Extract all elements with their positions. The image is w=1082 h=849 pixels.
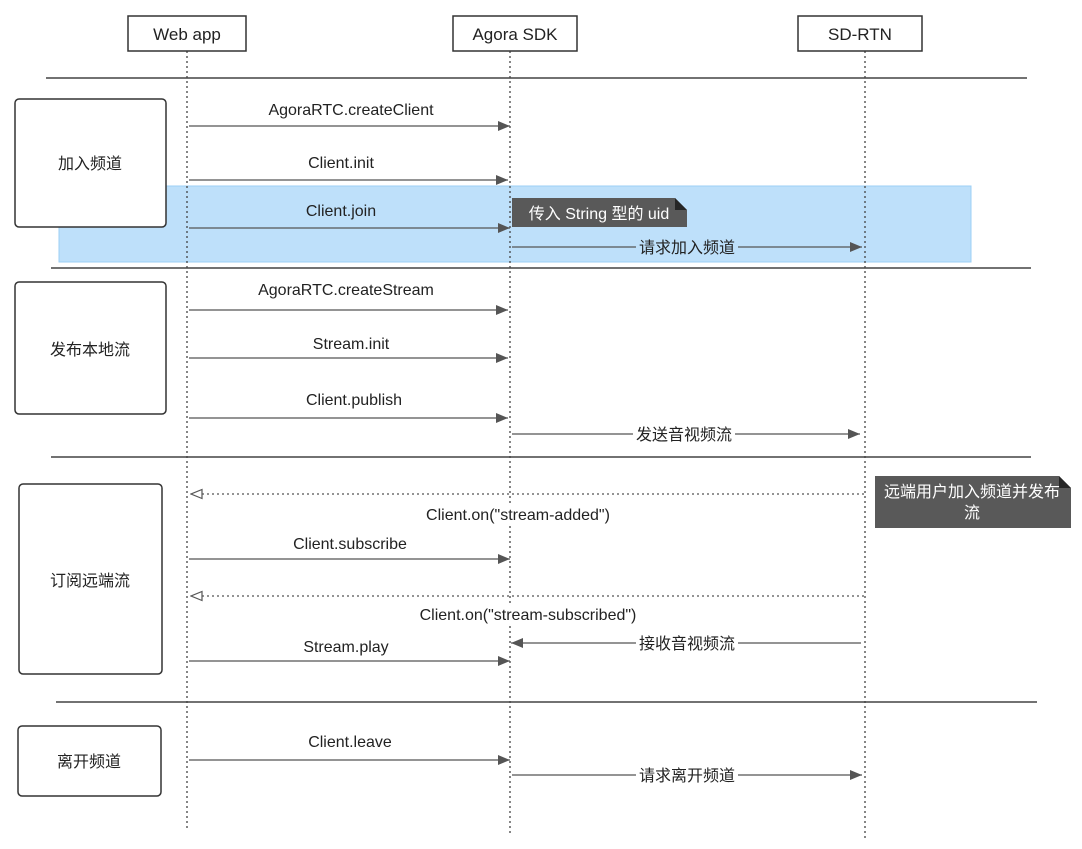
note-remote: 远端用户加入频道并发布 流 [875,476,1071,528]
note-uid: 传入 String 型的 uid [512,198,687,227]
message-label: Stream.play [303,639,388,656]
actor-web-app: Web app [127,15,247,52]
message-label: AgoraRTC.createClient [268,102,434,119]
message-client-publish: Client.publish [189,392,508,423]
message-label: 请求加入频道 [639,239,735,257]
message-label: Client.leave [308,734,392,751]
group-publish: 发布本地流 [14,281,167,415]
note-label-line: 远端用户加入频道并发布 [884,483,1060,501]
message-label: 接收音视频流 [639,635,735,653]
label-background [635,766,739,786]
message-request-join: 请求加入频道 [512,238,862,258]
message-send-av: 发送音视频流 [512,425,860,445]
message-request-leave: 请求离开频道 [512,766,862,786]
message-label: Stream.init [313,336,390,353]
group-label: 离开频道 [57,753,121,771]
note-label: 传入 String 型的 uid [529,205,670,223]
message-client-init: Client.init [189,155,508,185]
message-label: Client.subscribe [293,536,407,553]
group-label: 发布本地流 [50,341,130,359]
message-label: Client.join [306,203,376,220]
group-label: 订阅远端流 [50,572,130,590]
label-background [423,506,613,525]
message-label: 请求离开频道 [639,767,735,785]
message-label: Client.on("stream-added") [426,507,610,524]
message-label: 发送音视频流 [636,426,732,444]
message-label: Client.on("stream-subscribed") [420,607,637,624]
group-leave: 离开频道 [17,725,162,797]
label-background [635,634,739,654]
actor-sd-rtn: SD-RTN [797,15,923,52]
note-fold [1059,476,1071,488]
message-receive-av: 接收音视频流 [511,634,861,654]
actor-label: Agora SDK [472,25,558,44]
note-body [512,198,687,227]
message-client-join: Client.join [189,203,510,233]
message-label: AgoraRTC.createStream [258,282,434,299]
message-create-stream: AgoraRTC.createStream [189,282,508,315]
group-label: 加入频道 [58,155,122,173]
note-body [875,476,1071,528]
message-stream-subscribed: Client.on("stream-subscribed") [191,596,864,625]
message-label: Client.init [308,155,374,172]
note-label-line: 流 [964,504,980,522]
actor-agora-sdk: Agora SDK [452,15,578,52]
label-background [416,606,640,625]
label-background [635,238,739,258]
actor-label: Web app [153,25,221,44]
message-client-leave: Client.leave [189,734,510,765]
message-stream-added: Client.on("stream-added") [191,494,864,525]
group-subscribe: 订阅远端流 [18,483,163,675]
label-background [632,425,736,445]
note-fold [675,198,687,210]
actor-label: SD-RTN [828,25,892,44]
message-client-subscribe: Client.subscribe [189,536,510,564]
group-join: 加入频道 [14,98,167,228]
message-stream-play: Stream.play [189,639,510,666]
message-stream-init: Stream.init [189,336,508,363]
message-label: Client.publish [306,392,402,409]
message-create-client: AgoraRTC.createClient [189,102,510,131]
